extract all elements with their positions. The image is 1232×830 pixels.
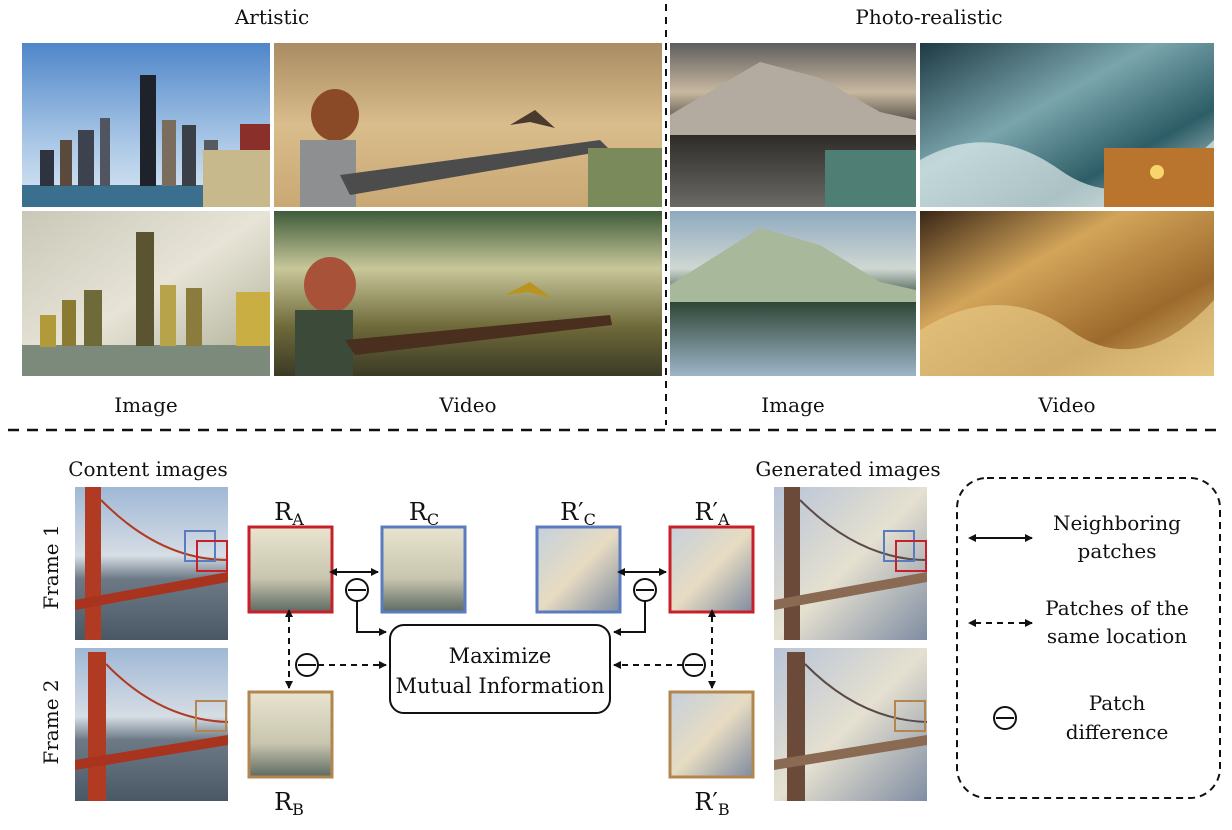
generated-frame2-image	[774, 648, 928, 801]
label-rc: RC	[409, 498, 439, 529]
label-rb: RB	[274, 788, 304, 819]
mutual-information-box	[389, 624, 611, 714]
generated-frame1-blue-region	[883, 530, 915, 562]
artistic-title: Artistic	[234, 5, 309, 29]
generated-images-title: Generated images	[755, 457, 940, 481]
patch-ra	[247, 525, 334, 614]
content-frame2-brown-region	[195, 700, 227, 732]
content-images-title: Content images	[68, 457, 228, 481]
arrow-left-top-to-box	[356, 601, 387, 636]
legend-neighboring-line1: Neighboring	[1053, 511, 1181, 535]
arrow-right-top-to-box	[613, 601, 646, 636]
label-rpa: R′A	[694, 498, 730, 529]
legend-box	[956, 477, 1221, 799]
patch-rpb	[668, 690, 755, 779]
artistic-image-content	[22, 43, 270, 207]
frame2-label: Frame 2	[39, 679, 63, 764]
label-rpc: R′C	[560, 498, 596, 529]
label-ra: RA	[274, 498, 304, 529]
patch-rb	[247, 690, 334, 779]
artistic-video-result	[274, 211, 662, 376]
content-frame1-red-region	[196, 540, 228, 572]
content-frame1-blue-region	[184, 530, 216, 562]
center-box-line1: Maximize	[449, 644, 552, 668]
legend-difference-line2: difference	[1066, 720, 1169, 744]
content-frame2-image	[75, 648, 229, 801]
frame1-label: Frame 1	[39, 524, 63, 609]
patch-rpc	[535, 525, 622, 614]
content-frame1-image	[75, 487, 229, 640]
center-box-line2: Mutual Information	[396, 674, 605, 698]
caption-photo-video: Video	[1037, 393, 1095, 417]
photo-image-result	[670, 211, 916, 376]
artistic-video-content	[274, 43, 662, 207]
photo-video-content	[920, 43, 1214, 207]
patch-rc	[380, 525, 467, 614]
legend-same-location-line2: same location	[1047, 624, 1187, 648]
photo-image-content	[670, 43, 916, 207]
caption-artistic-image: Image	[114, 393, 177, 417]
artistic-image-result	[22, 211, 270, 376]
photo-video-result	[920, 211, 1214, 376]
patch-rpa	[668, 525, 755, 614]
caption-artistic-video: Video	[438, 393, 496, 417]
generated-frame1-image	[774, 487, 928, 640]
generated-frame1-red-region	[895, 540, 927, 572]
legend-neighboring-line2: patches	[1078, 539, 1157, 563]
caption-photo-image: Image	[761, 393, 824, 417]
generated-frame2-brown-region	[894, 700, 926, 732]
legend-difference-line1: Patch	[1089, 691, 1146, 715]
label-rpb: R′B	[694, 788, 729, 819]
photorealistic-title: Photo-realistic	[855, 5, 1002, 29]
legend-same-location-line1: Patches of the	[1045, 596, 1189, 620]
